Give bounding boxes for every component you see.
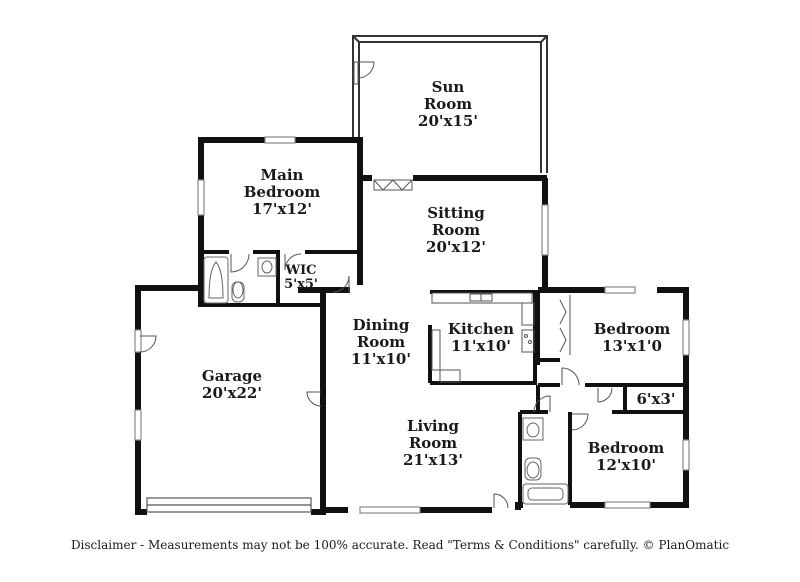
bathroom-fixtures <box>203 256 569 505</box>
sitting-room-name-2: Room <box>432 221 480 239</box>
sun-room-name-1: Sun <box>432 78 465 96</box>
closet-size: 6'x3' <box>636 390 675 408</box>
dining-room-size: 11'x10' <box>351 350 411 368</box>
wic-size: 5'x5' <box>284 277 318 292</box>
garage-name: Garage <box>202 367 262 385</box>
bedroom-2-size: 13'x1'0 <box>602 337 662 355</box>
sun-room-name-2: Room <box>424 95 472 113</box>
outer-walls <box>135 285 689 515</box>
main-bedroom-name-2: Bedroom <box>244 183 321 201</box>
living-room-name-1: Living <box>407 417 460 435</box>
bedroom-3-name: Bedroom <box>588 439 665 457</box>
sun-room-size: 20'x15' <box>418 112 478 130</box>
dining-room-name-2: Room <box>357 333 405 351</box>
kitchen-name: Kitchen <box>448 320 514 338</box>
dining-room-name-1: Dining <box>353 316 410 334</box>
living-room-name-2: Room <box>409 434 457 452</box>
kitchen-size: 11'x10' <box>451 337 511 355</box>
doors <box>139 179 613 509</box>
interior-walls <box>201 250 686 505</box>
bedroom-3-size: 12'x10' <box>596 456 656 474</box>
door-swing <box>353 61 375 85</box>
disclaimer-text: Disclaimer - Measurements may not be 100… <box>70 538 730 552</box>
room-labels: Sun Room 20'x15' Main Bedroom 17'x12' Si… <box>202 78 676 474</box>
main-bedroom-size: 17'x12' <box>252 200 312 218</box>
garage-door <box>146 497 312 513</box>
bedroom-2-name: Bedroom <box>594 320 671 338</box>
wic-name: WIC <box>284 263 316 278</box>
sitting-room-name-1: Sitting <box>427 204 485 222</box>
windows <box>134 136 690 514</box>
sitting-room-size: 20'x12' <box>426 238 486 256</box>
garage-size: 20'x22' <box>202 384 262 402</box>
living-room-size: 21'x13' <box>403 451 463 469</box>
sun-room-walls <box>352 35 548 173</box>
main-bedroom-name-1: Main <box>261 166 304 184</box>
